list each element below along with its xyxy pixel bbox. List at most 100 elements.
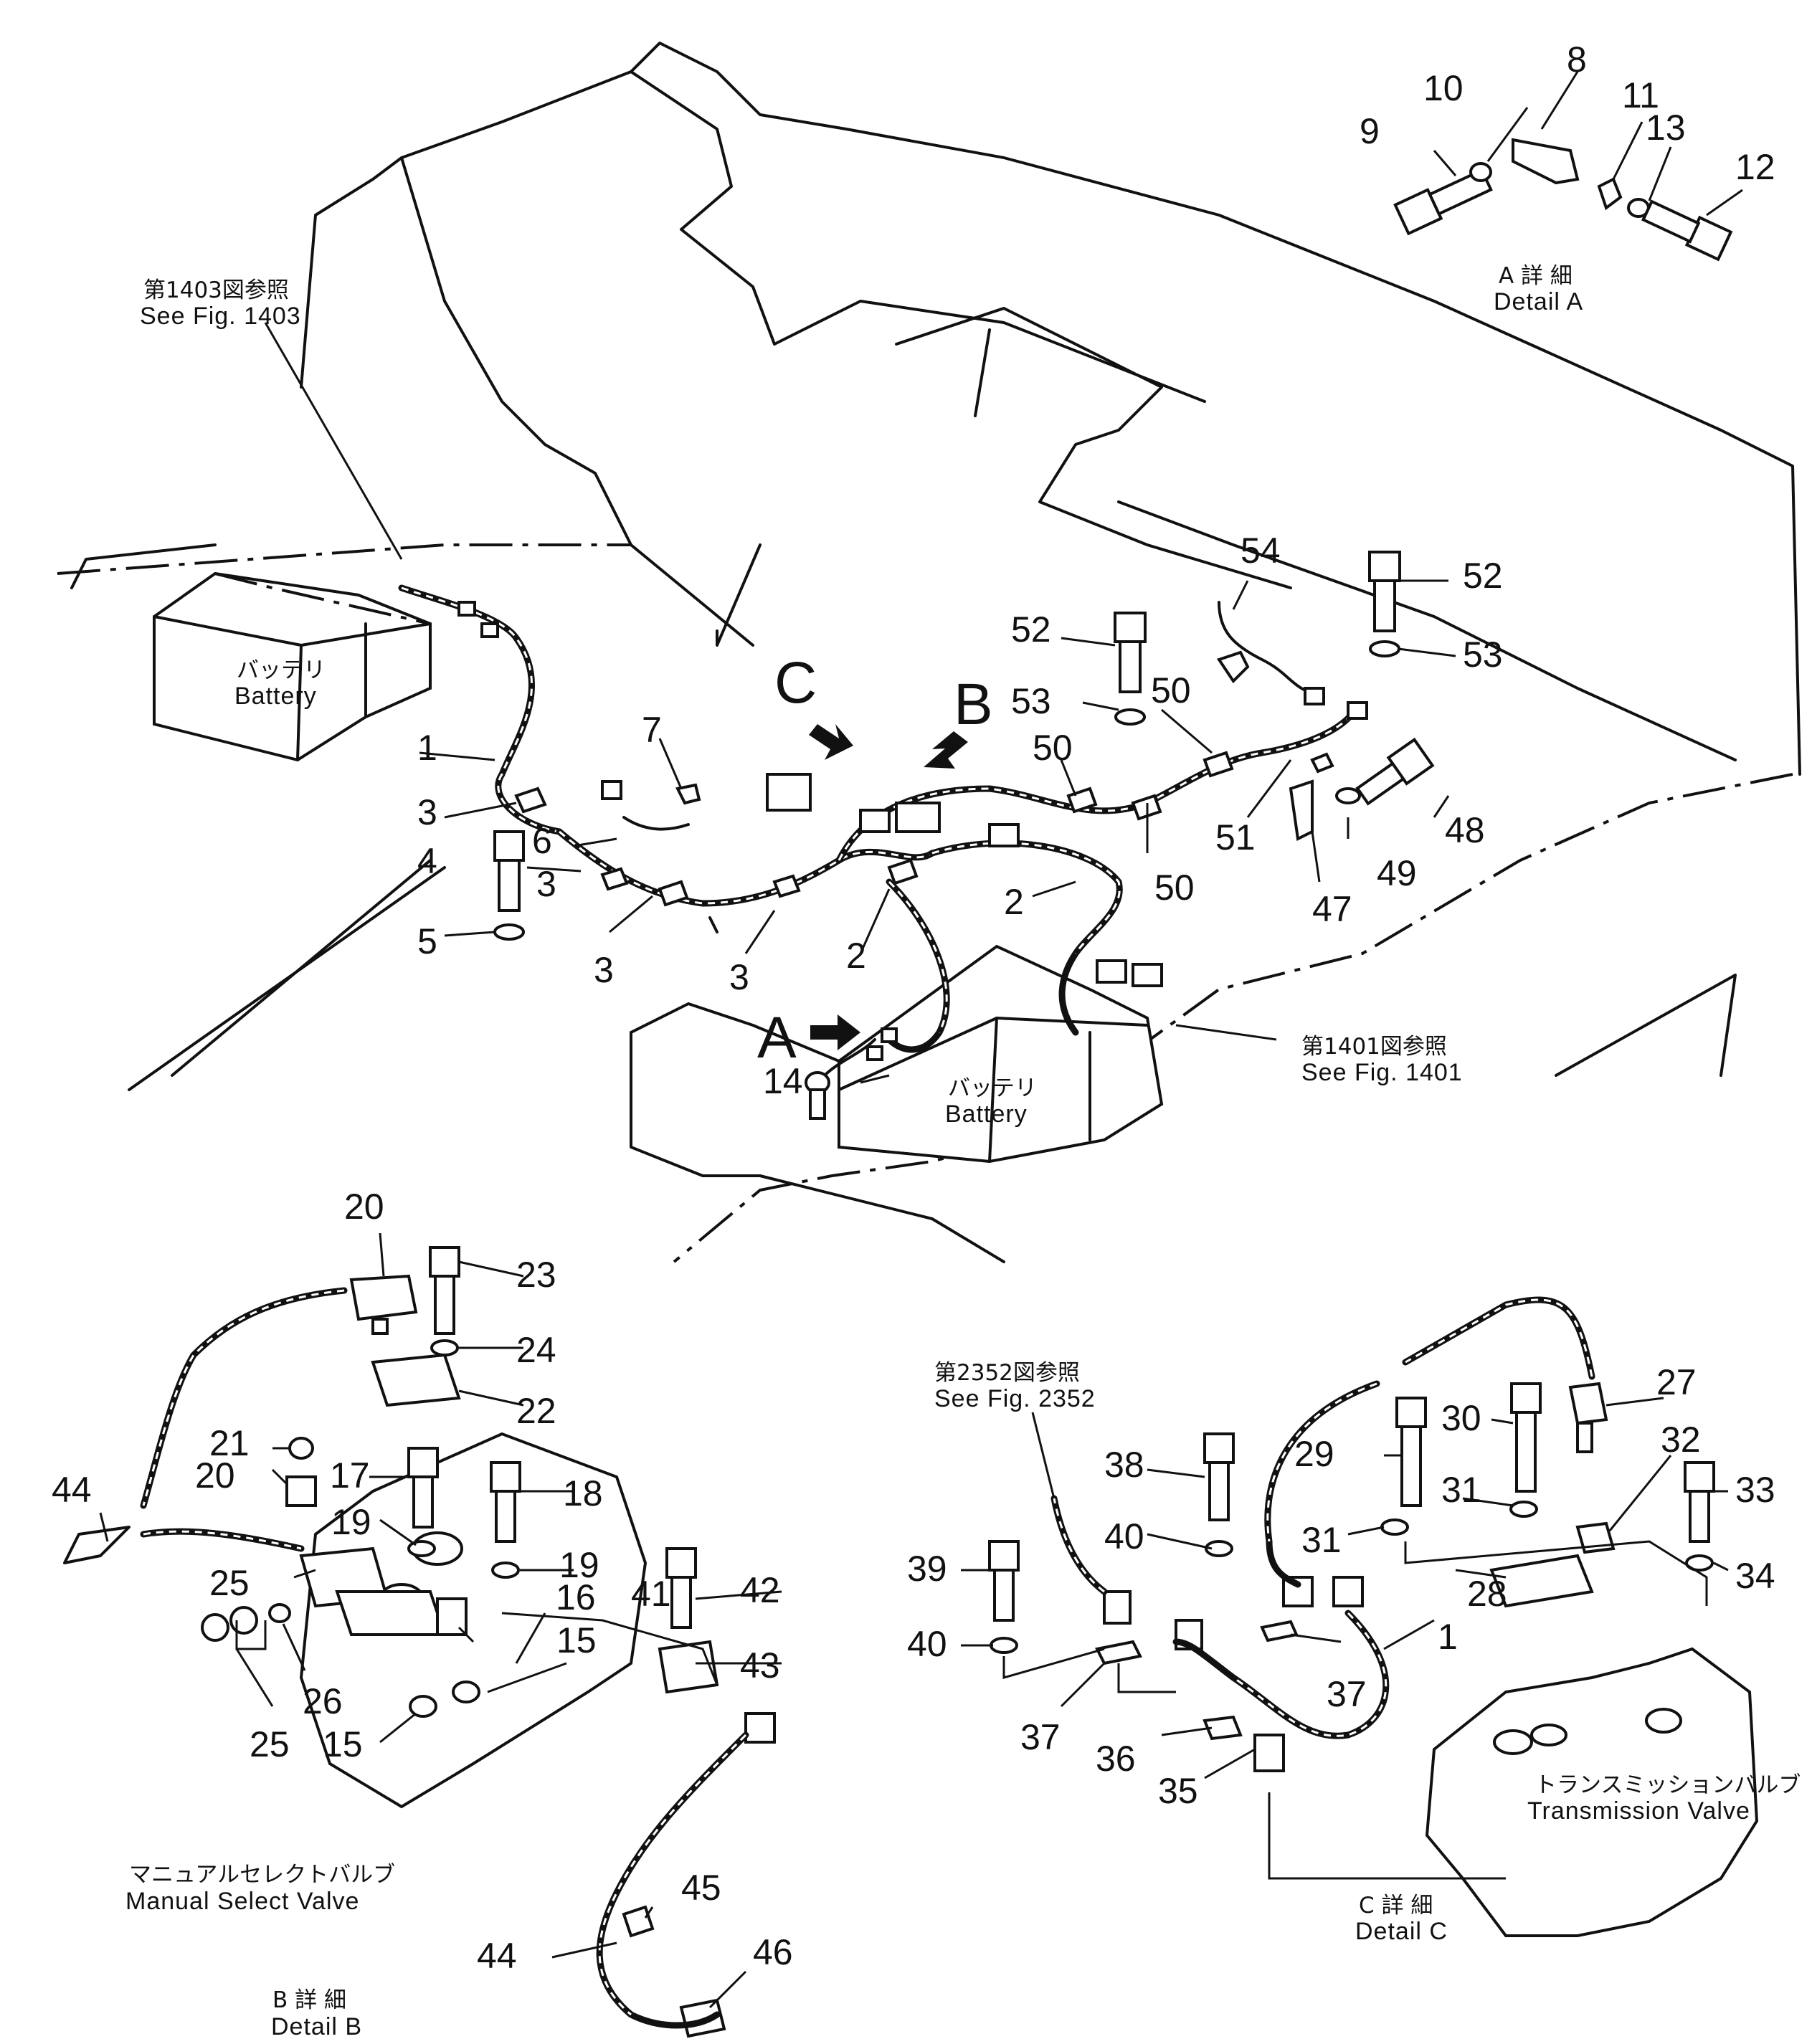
clip-37a: [1095, 1640, 1142, 1665]
connector-d: [859, 809, 891, 833]
callout-25: 25: [209, 1563, 250, 1603]
callout-11: 11: [1622, 75, 1659, 115]
spacer-35: [1253, 1734, 1285, 1772]
washer-19b: [491, 1561, 520, 1579]
bolt-52-right: [1368, 551, 1401, 657]
sensor-7: [675, 783, 701, 805]
bolt-39: [988, 1540, 1020, 1622]
connector-i: [881, 1027, 898, 1043]
switch-45: [622, 1905, 655, 1938]
detail-b-caption-jp: B 詳 細: [272, 1987, 346, 2013]
ref-1401-jp: 第1401図参照: [1301, 1034, 1447, 1060]
connector-c-4: [1332, 1576, 1364, 1607]
connector-h: [1347, 701, 1368, 720]
harness-clamps: [514, 751, 1334, 907]
callout-52: 52: [1011, 609, 1051, 650]
manual-select-valve-jp: マニュアルセレクトバルブ: [129, 1862, 395, 1888]
detail-a-group: [1393, 138, 1733, 262]
battery-right: [838, 944, 1164, 1164]
callout-18: 18: [563, 1473, 603, 1513]
battery-right-jp: バッテリ: [948, 1075, 1037, 1101]
callout-50: 50: [1033, 728, 1073, 768]
arrow-b: [924, 731, 968, 769]
detail-b-caption-en: Detail B: [271, 2013, 362, 2040]
callout-15: 15: [323, 1724, 363, 1764]
bolt-29: [1395, 1397, 1427, 1507]
detail-letter-c: C: [774, 650, 817, 716]
connector-c: [601, 780, 622, 800]
detail-c-caption-en: Detail C: [1355, 1918, 1448, 1945]
callout-31: 31: [1301, 1520, 1342, 1560]
nut-25a: [201, 1613, 229, 1642]
callout-35: 35: [1158, 1771, 1198, 1811]
washer-10: [1469, 162, 1492, 182]
callout-26: 26: [303, 1681, 343, 1721]
connector-j: [866, 1045, 883, 1061]
callout-1: 1: [417, 728, 437, 768]
callout-3: 3: [417, 792, 437, 832]
callout-2: 2: [846, 936, 866, 976]
clip-37b: [1260, 1620, 1299, 1643]
callout-27: 27: [1656, 1362, 1697, 1402]
detail-a-caption-en: Detail A: [1494, 288, 1583, 315]
washer-31b: [1509, 1501, 1538, 1518]
callout-47: 47: [1312, 889, 1352, 929]
callout-40: 40: [907, 1624, 947, 1664]
bolt-48: [1355, 737, 1435, 806]
bracket-16: [335, 1590, 447, 1636]
connector-c-1: [1103, 1590, 1132, 1625]
transmission-valve-body: [1425, 1647, 1759, 1937]
callout-9: 9: [1360, 111, 1380, 151]
callout-44: 44: [477, 1936, 517, 1976]
callout-32: 32: [1661, 1420, 1701, 1460]
callout-24: 24: [516, 1330, 556, 1370]
callout-53: 53: [1011, 681, 1051, 721]
manual-select-valve-en: Manual Select Valve: [125, 1888, 359, 1915]
detail-a-bolt-12: [1641, 199, 1733, 262]
callout-16: 16: [556, 1577, 596, 1617]
callout-41: 41: [631, 1574, 671, 1614]
detail-c-group: [988, 1296, 1759, 1937]
bolt-23: [429, 1246, 460, 1335]
callout-38: 38: [1104, 1445, 1144, 1485]
washer-34: [1685, 1554, 1714, 1572]
nut-20: [285, 1475, 317, 1507]
callout-42: 42: [740, 1570, 780, 1610]
detail-arrows: [809, 724, 968, 1050]
callout-15: 15: [556, 1620, 597, 1660]
connector-l: [1132, 963, 1163, 987]
callout-28: 28: [1467, 1574, 1507, 1614]
callout-22: 22: [516, 1391, 556, 1431]
callout-10: 10: [1423, 68, 1464, 108]
callout-8: 8: [1567, 39, 1587, 80]
callout-19: 19: [331, 1502, 371, 1542]
spacer-15b: [452, 1681, 480, 1703]
ref-2352-en: See Fig. 2352: [934, 1385, 1096, 1412]
detail-b-group: [63, 1246, 776, 2038]
callout-2: 2: [1004, 882, 1024, 922]
solenoid-41: [658, 1640, 719, 1694]
bolt-42: [665, 1547, 697, 1629]
washer-40a: [1205, 1540, 1233, 1557]
washer-49: [1335, 787, 1361, 804]
transmission-valve-jp: トランスミッションバルブ: [1534, 1772, 1801, 1798]
callout-37: 37: [1020, 1717, 1061, 1757]
callout-31: 31: [1441, 1470, 1481, 1510]
detail-letter-a: A: [757, 1005, 797, 1070]
washer-24: [430, 1339, 459, 1356]
callout-30: 30: [1441, 1398, 1481, 1438]
spacer-15a: [409, 1695, 437, 1718]
callout-3: 3: [729, 957, 749, 997]
leader-lines: [99, 71, 1743, 2009]
callout-23: 23: [516, 1255, 556, 1295]
callout-5: 5: [417, 921, 437, 961]
bracket-47: [1289, 779, 1314, 842]
transmission-valve-en: Transmission Valve: [1527, 1797, 1750, 1825]
callout-19: 19: [559, 1545, 599, 1585]
nut-25b: [229, 1606, 258, 1635]
callout-54: 54: [1241, 531, 1281, 571]
clip-11: [1597, 177, 1623, 211]
callout-48: 48: [1445, 810, 1485, 850]
callout-21: 21: [209, 1423, 250, 1463]
